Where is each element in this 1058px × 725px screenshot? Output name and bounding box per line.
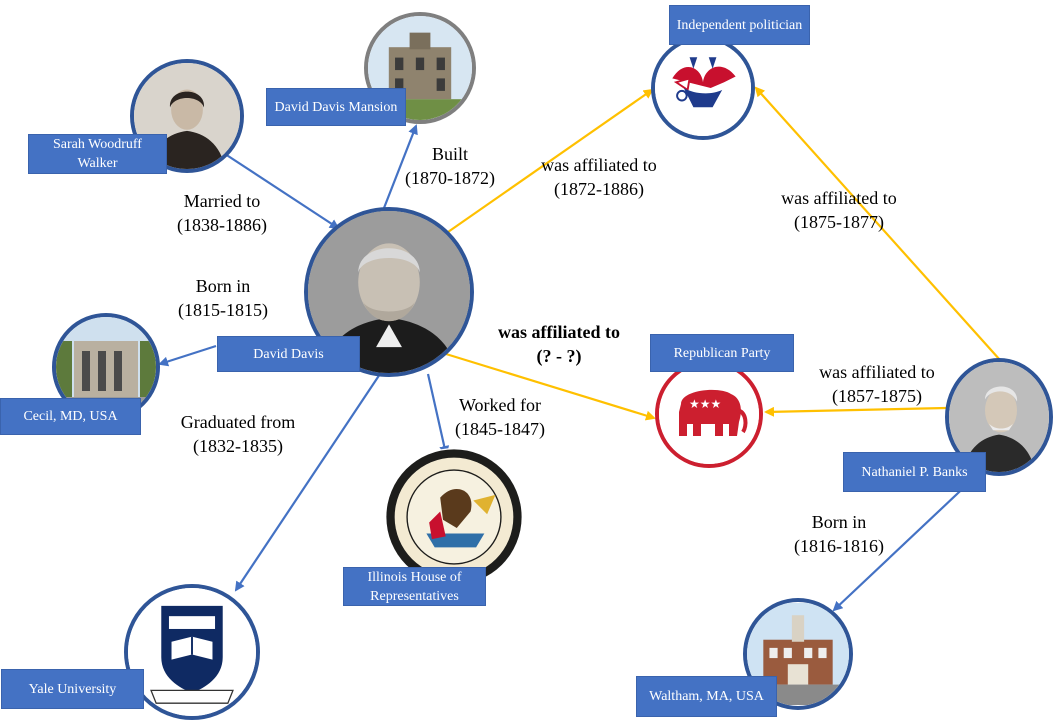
node-label-mansion: David Davis Mansion — [266, 88, 406, 126]
node-label-yale: Yale University — [1, 669, 144, 709]
yale-university-logo[interactable] — [124, 584, 260, 720]
node-label-banks: Nathaniel P. Banks — [843, 452, 986, 492]
node-label-illinois: Illinois House of Representatives — [343, 567, 486, 606]
edge-married — [221, 151, 340, 230]
edge-label-affiliated-independent: was affiliated to(1872-1886) — [541, 155, 657, 199]
edge-label-worked: Worked for(1845-1847) — [455, 395, 545, 439]
edge-label-married: Married to(1838-1886) — [177, 191, 267, 235]
edge-affiliated-independent — [447, 88, 654, 233]
eagle-icon — [655, 40, 751, 136]
illinois-seal[interactable] — [385, 448, 523, 586]
edge-label-affiliated-republican: was affiliated to(? - ?) — [498, 322, 620, 366]
edge-banks-independent — [754, 86, 1001, 361]
david-davis-mansion-photo[interactable] — [364, 12, 476, 124]
edge-worked — [426, 373, 450, 456]
david-davis-portrait[interactable] — [304, 207, 474, 377]
edge-label-built: Built(1870-1872) — [405, 144, 495, 188]
edge-affiliated-republican — [445, 352, 656, 421]
svg-text:★★★: ★★★ — [689, 397, 721, 411]
edge-born-banks — [832, 477, 975, 612]
node-label-sarah: Sarah Woodruff Walker — [28, 134, 167, 174]
edge-label-born-davis: Born in(1815-1815) — [178, 276, 268, 320]
elephant-icon: ★★★ — [659, 364, 759, 464]
edge-banks-republican — [764, 406, 947, 417]
edge-label-banks-republican: was affiliated to(1857-1875) — [819, 362, 935, 406]
edge-label-born-banks: Born in(1816-1816) — [794, 512, 884, 556]
edge-built — [382, 124, 418, 209]
edge-born-davis — [158, 344, 217, 367]
edge-label-banks-independent: was affiliated to(1875-1877) — [781, 188, 897, 232]
edge-label-graduated: Graduated from(1832-1835) — [180, 412, 296, 456]
independent-politician-logo[interactable] — [651, 36, 755, 140]
node-label-david-davis: David Davis — [217, 336, 360, 372]
node-label-independent: Independent politician — [669, 5, 810, 45]
edge-graduated — [234, 373, 381, 592]
node-label-waltham: Waltham, MA, USA — [636, 676, 777, 717]
seal-icon — [386, 449, 522, 585]
node-label-republican: Republican Party — [650, 334, 794, 372]
shield-icon — [128, 588, 256, 716]
portrait-image — [949, 362, 1049, 472]
town-hall-image — [747, 603, 849, 705]
republican-party-logo[interactable]: ★★★ — [655, 360, 763, 468]
node-label-cecil: Cecil, MD, USA — [0, 398, 141, 435]
